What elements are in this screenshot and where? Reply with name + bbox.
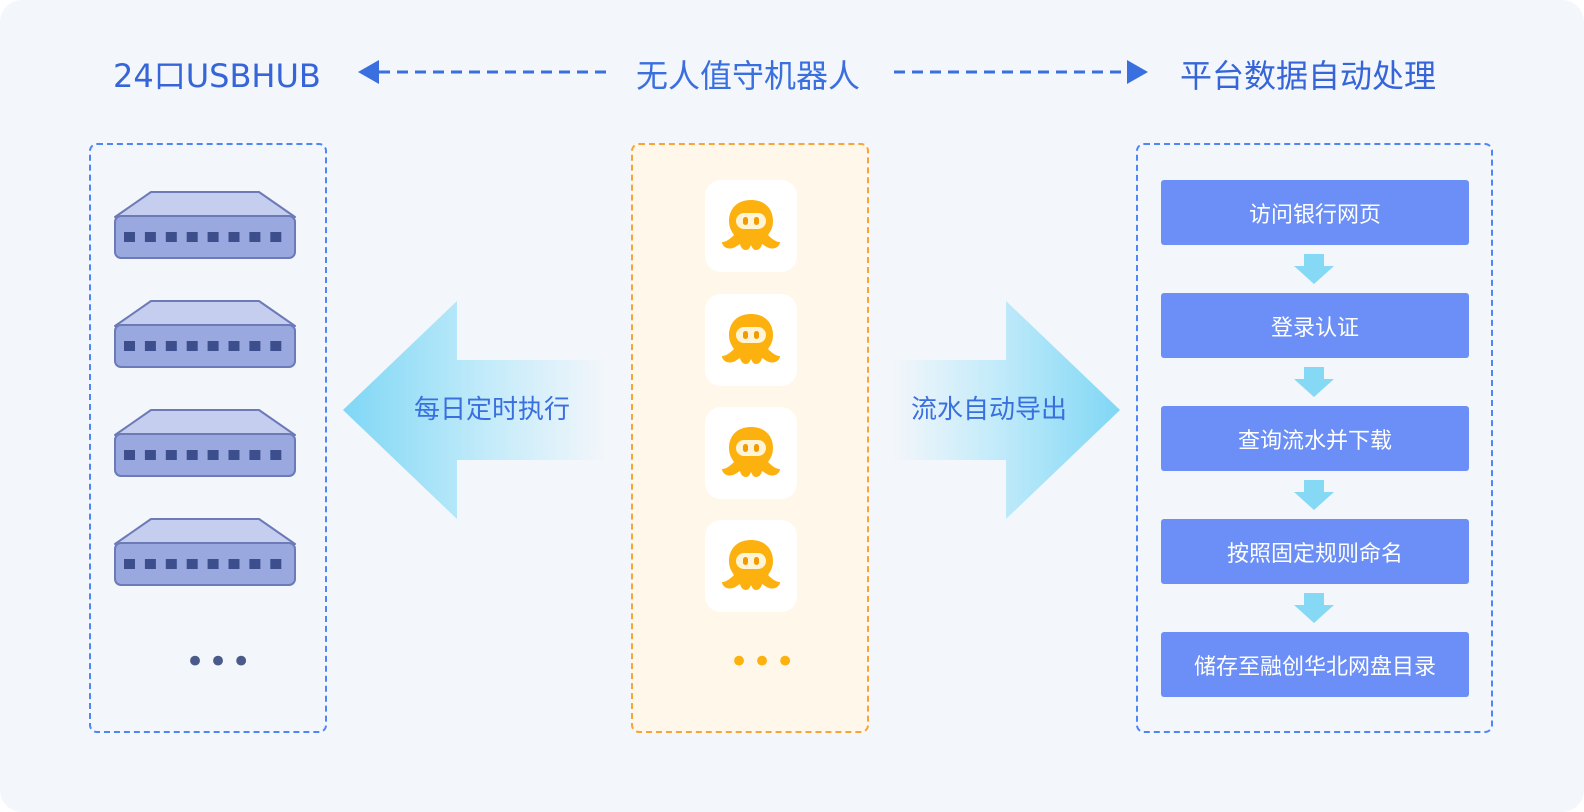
usb-hub-panel <box>89 143 327 733</box>
header-left-label: 24口USBHUB <box>113 57 321 95</box>
arrow-label-right: 流水自动导出 <box>911 395 1068 425</box>
octopus-robot-icon <box>722 314 780 364</box>
big-arrow-left <box>343 301 606 519</box>
robot-tile <box>705 180 797 272</box>
robot-tile <box>705 294 797 386</box>
step-down-arrow-icon <box>1294 367 1334 401</box>
big-arrow-right <box>893 301 1120 519</box>
header-arrow-right <box>894 60 1148 84</box>
robot-tile <box>705 407 797 499</box>
process-step: 查询流水并下载 <box>1161 406 1469 471</box>
arrow-label-left: 每日定时执行 <box>414 395 571 425</box>
process-step: 登录认证 <box>1161 293 1469 358</box>
header-arrow-left <box>358 60 606 84</box>
robot-more-dots: ••• <box>729 642 799 682</box>
usb-hub-icon <box>113 517 297 587</box>
process-panel <box>1136 143 1493 733</box>
header-center-label: 无人值守机器人 <box>636 57 861 95</box>
step-down-arrow-icon <box>1294 254 1334 288</box>
step-down-arrow-icon <box>1294 480 1334 514</box>
step-down-arrow-icon <box>1294 593 1334 627</box>
process-step: 按照固定规则命名 <box>1161 519 1469 584</box>
header-right-label: 平台数据自动处理 <box>1180 57 1437 95</box>
octopus-robot-icon <box>722 427 780 477</box>
octopus-robot-icon <box>722 540 780 590</box>
usb-hub-icon <box>113 299 297 369</box>
octopus-robot-icon <box>722 200 780 250</box>
hub-more-dots: ••• <box>185 642 255 682</box>
usb-hub-icon <box>113 408 297 478</box>
process-step: 储存至融创华北网盘目录 <box>1161 632 1469 697</box>
usb-hub-icon <box>113 190 297 260</box>
robot-tile <box>705 520 797 612</box>
process-step: 访问银行网页 <box>1161 180 1469 245</box>
